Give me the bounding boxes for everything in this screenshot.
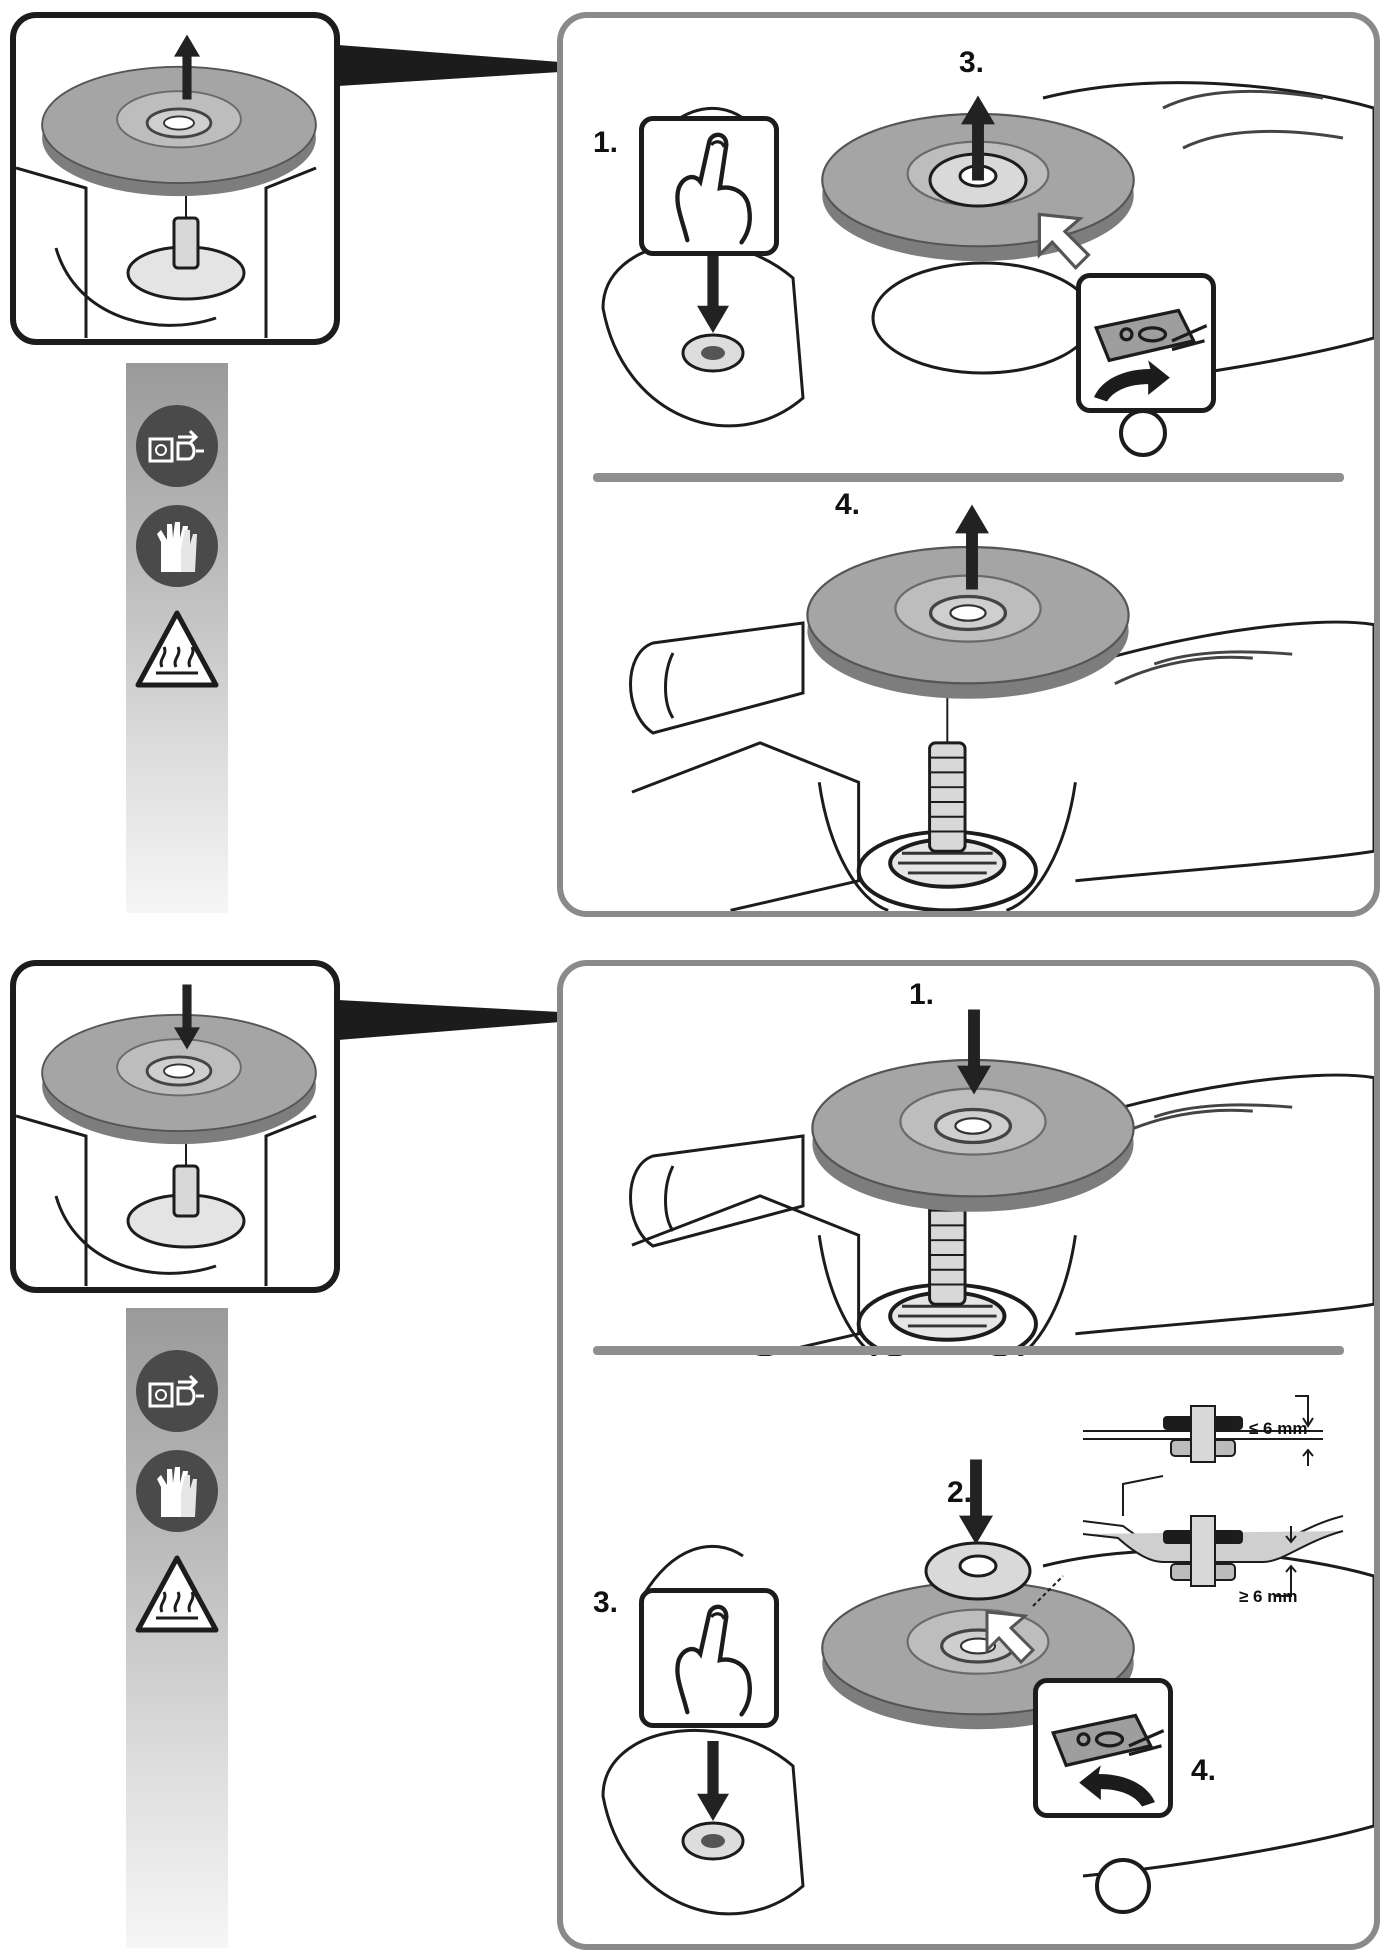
install-step-2-label: 2. xyxy=(947,1478,972,1508)
install-step-1-label: 1. xyxy=(909,980,934,1010)
install-step-4-label: 4. xyxy=(1191,1756,1216,1786)
disc-thumbnail-install-icon xyxy=(10,960,340,1293)
hot-surface-warning-icon xyxy=(134,1554,220,1634)
callout-pointer-install xyxy=(0,0,1387,1100)
finger-press-icon xyxy=(639,1588,779,1728)
spindle-lock-icon xyxy=(1033,1678,1173,1818)
safety-symbols-strip-install xyxy=(126,1308,228,1948)
install-step-3-label: 3. xyxy=(593,1588,618,1618)
flange-thick-dimension-label: ≥ 6 mm xyxy=(1239,1588,1297,1605)
install-step-1-illustration xyxy=(563,986,1374,1356)
flange-thin-dimension-label: ≤ 6 mm xyxy=(1249,1420,1307,1437)
installation-instructions-panel: 1. xyxy=(557,960,1380,1950)
install-divider xyxy=(593,1346,1344,1355)
unplug-icon xyxy=(136,1350,218,1432)
gloves-icon xyxy=(136,1450,218,1532)
